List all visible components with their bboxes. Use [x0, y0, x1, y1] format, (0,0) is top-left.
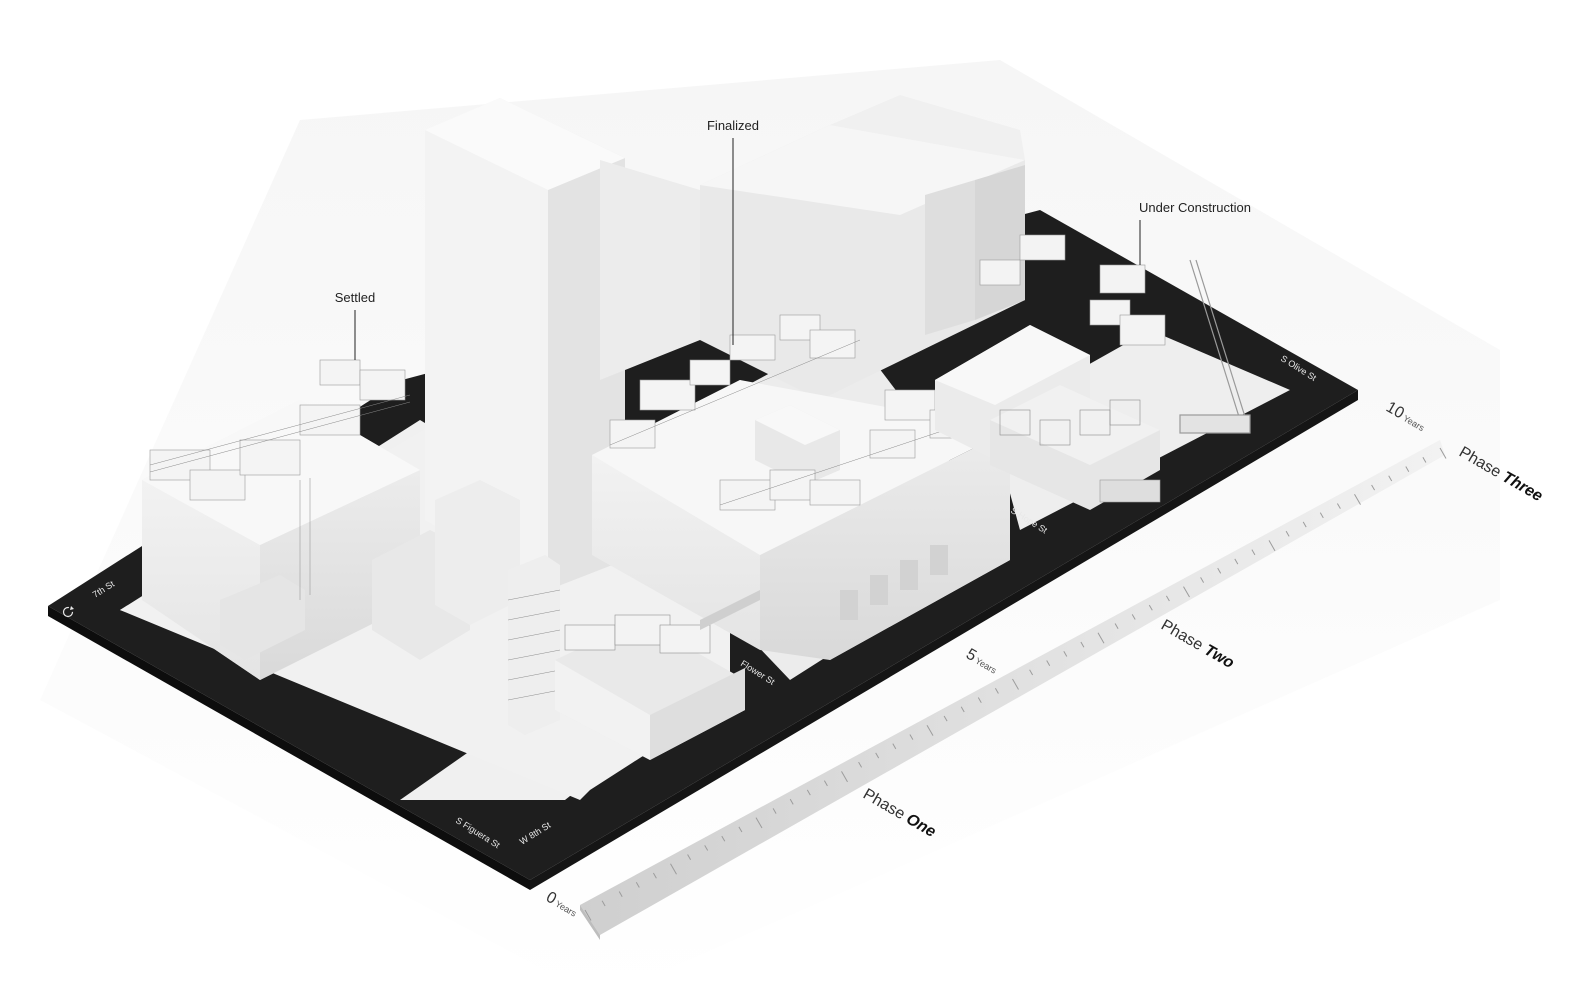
settled-building: [142, 359, 420, 680]
ruler-tick: [618, 891, 623, 897]
ruler-tick: [926, 724, 934, 736]
ruler-tick: [1371, 484, 1376, 491]
svg-text:10: 10: [1383, 399, 1407, 423]
ruler-tick: [977, 697, 982, 703]
ruler-tick: [1251, 549, 1256, 556]
skybridge: [700, 590, 760, 630]
ruler-tick: [875, 752, 880, 759]
ruler-tick: [1029, 669, 1034, 676]
ruler-tick: [1302, 521, 1307, 528]
ruler-tick: [841, 771, 848, 783]
ruler-tick: [994, 687, 999, 694]
ruler-tick: [652, 872, 657, 879]
ruler-tick: [1046, 660, 1051, 666]
callout-under-construction: Under Construction: [1139, 200, 1251, 265]
ruler-tick: [909, 734, 914, 740]
ruler-tick: [1388, 475, 1393, 482]
mid-block-buildings: [372, 480, 745, 760]
ruler-tick: [789, 798, 794, 805]
refresh-icon[interactable]: [62, 606, 75, 618]
ruler-tick: [892, 743, 897, 750]
ruler-tick: [704, 845, 709, 851]
ruler-tick: [1097, 632, 1105, 644]
ruler-tick: [1439, 447, 1447, 459]
ruler-tick: [1319, 512, 1324, 519]
ruler-tick: [1080, 641, 1085, 648]
ruler-tick: [806, 789, 811, 796]
ruler-tick: [1200, 577, 1205, 583]
ruler-tick: [1405, 466, 1410, 472]
ruler-tick: [635, 882, 640, 888]
ruler-tick: [858, 761, 863, 768]
ruler-tick: [738, 826, 743, 833]
ruler-tick: [772, 808, 777, 814]
ruler-tick: [1268, 540, 1276, 552]
ruler-tick: [1422, 456, 1427, 463]
ruler-tick: [1063, 651, 1068, 657]
ruler-tick: [755, 817, 763, 829]
ruler-tick: [1183, 586, 1190, 598]
ruler-tick: [823, 780, 828, 787]
ruler-tick: [960, 706, 965, 713]
ruler-tick: [1012, 678, 1019, 690]
finalized-label: Finalized: [707, 118, 759, 133]
ruler-tick: [1234, 558, 1239, 565]
ruler-tick: [1354, 493, 1361, 505]
callout-settled: Settled: [335, 290, 375, 360]
crane-truck: [1099, 479, 1161, 503]
ruler-tick: [1148, 604, 1153, 611]
crane: [1179, 259, 1251, 434]
finalized-building: [592, 314, 1010, 660]
ruler-tick: [1131, 614, 1136, 620]
ruler-tick: [584, 909, 592, 921]
callout-finalized: Finalized: [707, 118, 759, 345]
ruler-tick: [1336, 503, 1341, 509]
ruler-tick: [721, 835, 726, 842]
ruler-tick: [601, 900, 606, 907]
ruler-tick: [687, 854, 692, 861]
under-construction-label: Under Construction: [1139, 200, 1251, 215]
ruler-tick: [1165, 595, 1170, 602]
ruler-tick: [943, 715, 948, 722]
timeline-ruler: [580, 440, 1447, 940]
ruler-tick: [1217, 567, 1222, 574]
ruler-tick: [1114, 623, 1119, 630]
under-construction-block: [935, 234, 1251, 510]
settled-label: Settled: [335, 290, 375, 305]
ruler-tick: [670, 863, 677, 875]
ruler-tick: [1285, 530, 1290, 537]
